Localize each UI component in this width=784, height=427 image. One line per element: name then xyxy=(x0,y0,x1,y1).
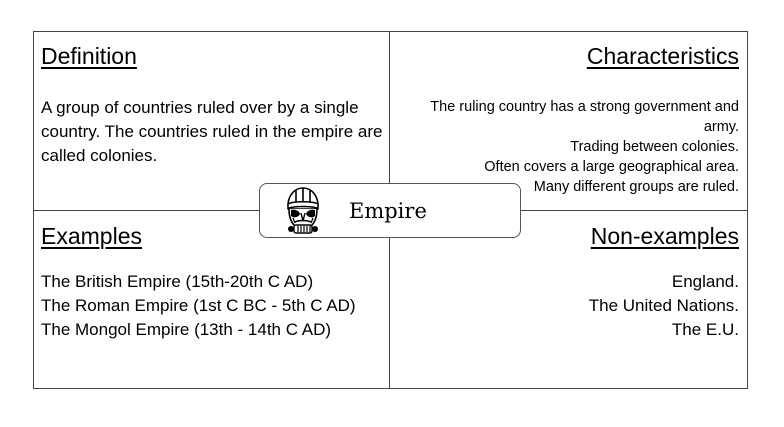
stormtrooper-helmet-icon xyxy=(277,185,329,237)
non-example-item: The E.U. xyxy=(671,320,739,339)
examples-list: The British Empire (15th-20th C AD) The … xyxy=(41,270,386,342)
definition-text: A group of countries ruled over by a sin… xyxy=(41,98,383,165)
characteristic-item: The ruling country has a strong governme… xyxy=(430,99,739,135)
characteristics-heading: Characteristics xyxy=(586,43,739,69)
example-item: The Mongol Empire (13th - 14th C AD) xyxy=(41,320,332,339)
definition-heading: Definition xyxy=(41,43,137,69)
characteristic-item: Trading between colonies. xyxy=(570,139,739,155)
example-item: The British Empire (15th-20th C AD) xyxy=(41,272,314,291)
examples-heading: Examples xyxy=(41,223,142,249)
non-examples-cell: Non-examples England. The United Nations… xyxy=(392,222,739,342)
non-examples-list: England. The United Nations. The E.U. xyxy=(392,270,739,342)
center-term-title: Empire xyxy=(349,199,427,223)
center-term-box: Empire xyxy=(259,183,521,238)
characteristic-item: Often covers a large geographical area. xyxy=(484,159,739,175)
examples-cell: Examples The British Empire (15th-20th C… xyxy=(41,222,386,342)
characteristic-item: Many different groups are ruled. xyxy=(533,179,739,195)
definition-cell: Definition A group of countries ruled ov… xyxy=(41,42,386,168)
characteristics-list: The ruling country has a strong governme… xyxy=(392,97,739,197)
non-example-item: England. xyxy=(671,272,739,291)
example-item: The Roman Empire (1st C BC - 5th C AD) xyxy=(41,296,356,315)
characteristics-cell: Characteristics The ruling country has a… xyxy=(392,42,739,197)
non-example-item: The United Nations. xyxy=(588,296,739,315)
non-examples-heading: Non-examples xyxy=(590,223,739,249)
